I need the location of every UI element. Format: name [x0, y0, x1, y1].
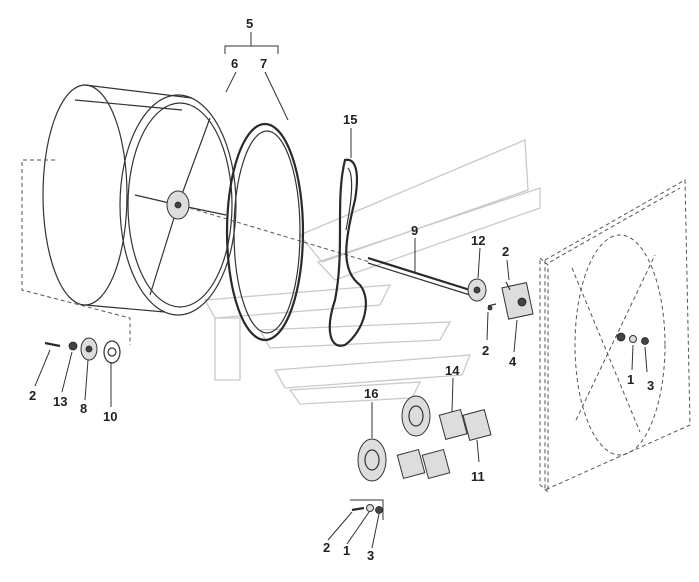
callout-12: 12 — [471, 233, 485, 248]
frame-fasteners — [629, 335, 649, 345]
shaft — [367, 256, 471, 296]
callout-10: 10 — [103, 409, 117, 424]
callout-1-bottom: 1 — [343, 543, 350, 558]
callout-7: 7 — [260, 56, 267, 71]
callout-2-bottom: 2 — [323, 540, 330, 555]
callout-2-left: 2 — [29, 388, 36, 403]
callout-3-frame: 3 — [647, 378, 654, 393]
callout-5: 5 — [246, 16, 253, 31]
fan-wheel-rim — [119, 94, 237, 316]
centre-axis — [21, 159, 371, 345]
leader-lines — [34, 32, 648, 549]
watermark-arrows — [203, 139, 541, 405]
fan-frame — [539, 179, 691, 494]
bearing-assembly — [467, 278, 534, 320]
pulley-assembly — [357, 395, 492, 482]
callout-2-shaft: 2 — [502, 244, 509, 259]
callout-13: 13 — [53, 394, 67, 409]
callout-1-frame: 1 — [627, 372, 634, 387]
callout-3-bottom: 3 — [367, 548, 374, 563]
bottom-hardware — [351, 504, 383, 514]
callout-11: 11 — [471, 469, 485, 484]
callout-4: 4 — [509, 354, 517, 369]
callout-2-hub: 2 — [482, 343, 489, 358]
callout-6: 6 — [231, 56, 238, 71]
callout-9: 9 — [411, 223, 418, 238]
belt — [225, 122, 305, 342]
callout-16: 16 — [364, 386, 378, 401]
vee-belt — [328, 158, 367, 347]
callout-15: 15 — [343, 112, 357, 127]
callout-labels: 5 6 7 15 9 12 2 2 4 1 3 2 13 8 10 16 14 … — [29, 16, 654, 563]
callout-14: 14 — [445, 363, 460, 378]
left-hardware — [44, 337, 121, 364]
callout-8: 8 — [80, 401, 87, 416]
